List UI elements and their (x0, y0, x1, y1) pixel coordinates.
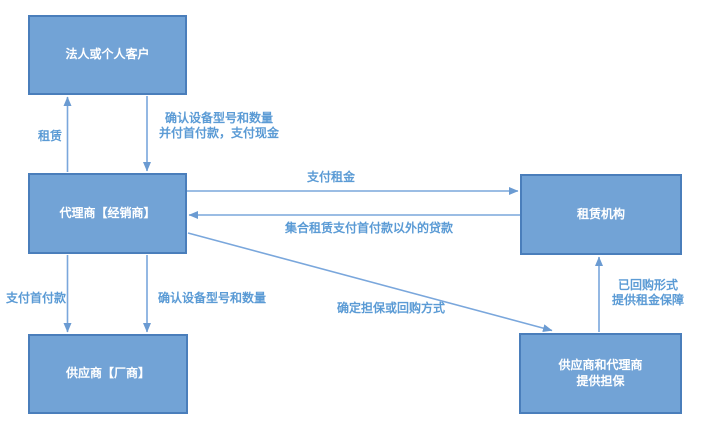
edge-repurchase-label: 已回购形式 提供租金保障 (600, 278, 696, 308)
node-lessor: 租赁机构 (520, 174, 682, 255)
node-guarantor: 供应商和代理商 提供担保 (519, 333, 682, 414)
node-agent: 代理商【经销商】 (28, 173, 187, 254)
edge-repurchase-label-line1: 已回购形式 (617, 278, 678, 292)
edge-repurchase-label-line2: 提供租金保障 (611, 293, 684, 307)
edge-guarantee-method-label: 确定担保或回购方式 (337, 301, 446, 315)
node-supplier: 供应商【厂商】 (28, 334, 188, 414)
node-guarantor-label-line1: 供应商和代理商 (558, 357, 643, 372)
node-lessor-label: 租赁机构 (576, 206, 625, 221)
edge-guarantee-method-arrow (187, 232, 553, 333)
node-customer: 法人或个人客户 (28, 15, 187, 95)
edge-pay-rent-label: 支付租金 (307, 170, 356, 184)
edge-confirm-pay-label: 确认设备型号和数量 并付首付款，支付现金 (152, 111, 286, 141)
edge-confirm-model-label: 确认设备型号和数量 (158, 291, 267, 305)
node-customer-label: 法人或个人客户 (65, 47, 150, 62)
node-supplier-label: 供应商【厂商】 (65, 366, 150, 381)
node-guarantor-label-line2: 提供担保 (576, 373, 625, 388)
edge-loan-label: 集合租赁支付首付款以外的贷款 (285, 221, 454, 235)
edge-pay-downpayment-label: 支付首付款 (6, 291, 67, 305)
edge-lease-label: 租赁 (38, 129, 63, 143)
edge-confirm-pay-label-line2: 并付首付款，支付现金 (158, 126, 279, 140)
edge-confirm-pay-label-line1: 确认设备型号和数量 (164, 111, 273, 125)
node-agent-label: 代理商【经销商】 (59, 205, 156, 220)
